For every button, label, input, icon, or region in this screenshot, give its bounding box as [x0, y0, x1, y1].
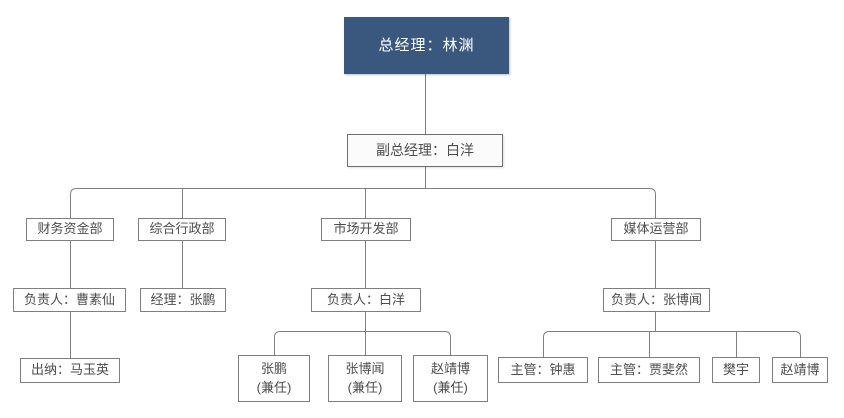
- member-name: 张鹏: [260, 360, 287, 376]
- node-head-market-dev[interactable]: 负责人：白洋: [311, 288, 421, 312]
- node-member-cashier[interactable]: 出纳：马玉英: [20, 358, 120, 383]
- node-member-media-1[interactable]: 主管：钟惠: [498, 357, 588, 383]
- node-dept-media-ops[interactable]: 媒体运营部: [611, 218, 701, 241]
- node-general-manager[interactable]: 总经理：林渊: [344, 17, 509, 74]
- member-note: (兼任): [347, 379, 383, 395]
- node-head-admin[interactable]: 经理：张鹏: [140, 288, 226, 312]
- node-member-media-3[interactable]: 樊宇: [712, 357, 760, 383]
- node-dept-finance[interactable]: 财务资金部: [26, 218, 114, 241]
- node-head-finance[interactable]: 负责人：曹素仙: [13, 288, 126, 312]
- member-name: 赵靖博: [430, 360, 470, 376]
- node-member-media-2[interactable]: 主管：贾斐然: [598, 357, 700, 383]
- node-dept-admin[interactable]: 综合行政部: [138, 218, 226, 241]
- member-note: (兼任): [433, 379, 468, 395]
- node-member-market-1[interactable]: 张鹏 (兼任): [238, 355, 310, 402]
- member-note: (兼任): [256, 379, 292, 395]
- node-head-media-ops[interactable]: 负责人：张博闻: [603, 288, 710, 312]
- node-member-media-4[interactable]: 赵靖博: [772, 357, 828, 383]
- node-deputy-general-manager[interactable]: 副总经理：白洋: [347, 134, 503, 167]
- node-member-market-3[interactable]: 赵靖博 (兼任): [413, 355, 488, 402]
- member-name: 张博闻: [345, 360, 385, 376]
- node-member-market-2[interactable]: 张博闻 (兼任): [328, 355, 402, 402]
- node-dept-market-dev[interactable]: 市场开发部: [321, 218, 411, 241]
